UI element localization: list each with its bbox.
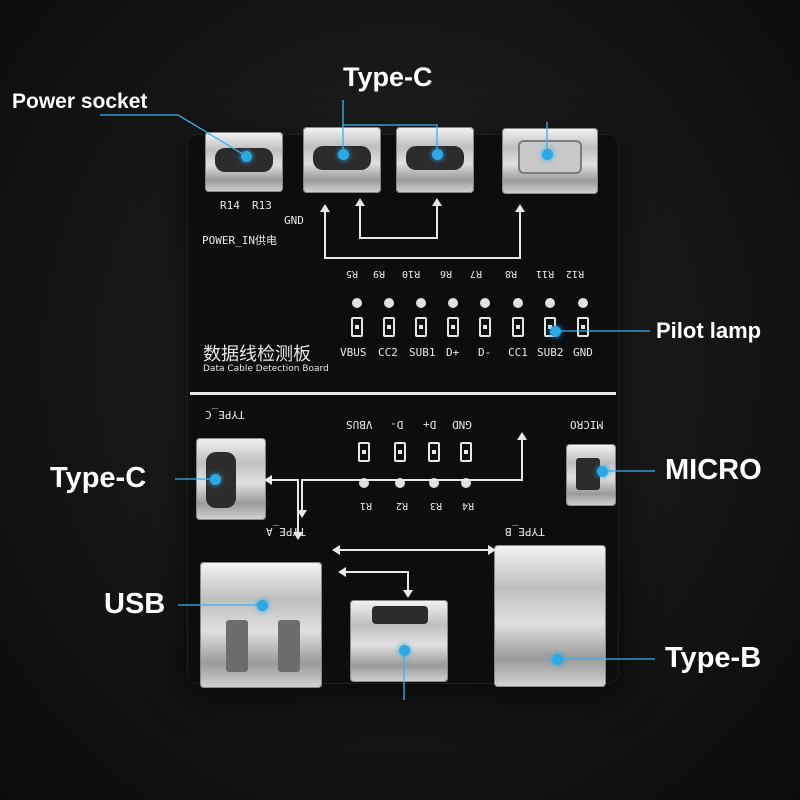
arrow-c-to-c3 bbox=[324, 212, 521, 259]
led-dot-6 bbox=[513, 298, 523, 308]
arrowhead-8 bbox=[293, 532, 303, 540]
label-type-c-left: Type-C bbox=[50, 462, 147, 494]
arrowhead-1 bbox=[355, 198, 365, 206]
led-dot-5 bbox=[480, 298, 490, 308]
arrow-usb-to-bottom-c bbox=[346, 571, 409, 590]
led-dot-1 bbox=[352, 298, 362, 308]
usb-a-slot-1 bbox=[226, 620, 248, 672]
arrow-c1-c2 bbox=[359, 206, 438, 239]
callout-dot-micro bbox=[597, 466, 608, 477]
led-dot-8 bbox=[578, 298, 588, 308]
led-label-sub2: SUB2 bbox=[537, 346, 564, 359]
bottom-led-3 bbox=[429, 478, 439, 488]
led-label-cc2: CC2 bbox=[378, 346, 398, 359]
bottom-pad-1 bbox=[358, 442, 370, 462]
callout-dot-type-c-3 bbox=[542, 149, 553, 160]
led-pad-6 bbox=[512, 317, 524, 337]
board-title-cn: 数据线检测板 bbox=[203, 344, 311, 365]
led-pad-5 bbox=[479, 317, 491, 337]
callout-dot-pilot-lamp bbox=[550, 326, 561, 337]
label-pilot-lamp: Pilot lamp bbox=[656, 318, 762, 343]
arrowhead-11 bbox=[338, 567, 346, 577]
led-label-gnd: GND bbox=[573, 346, 593, 359]
led-pad-8 bbox=[577, 317, 589, 337]
board-divider-line bbox=[190, 392, 616, 395]
callout-dot-power-socket bbox=[241, 151, 252, 162]
led-dot-3 bbox=[416, 298, 426, 308]
led-label-sub1: SUB1 bbox=[409, 346, 436, 359]
callout-dot-bottom-type-c bbox=[399, 645, 410, 656]
silk-power-in: POWER_IN供电 bbox=[202, 234, 277, 247]
silk-gnd-top: GND bbox=[284, 214, 304, 227]
bottom-led-1 bbox=[359, 478, 369, 488]
led-pad-2 bbox=[383, 317, 395, 337]
led-pad-3 bbox=[415, 317, 427, 337]
type-b-connector bbox=[494, 545, 606, 687]
bottom-led-2 bbox=[395, 478, 405, 488]
led-pad-4 bbox=[447, 317, 459, 337]
led-dot-7 bbox=[545, 298, 555, 308]
callout-dot-type-c-2 bbox=[432, 149, 443, 160]
led-label-cc1: CC1 bbox=[508, 346, 528, 359]
micro-port bbox=[576, 458, 600, 490]
arrow-micro-to-usb bbox=[301, 440, 523, 510]
bottom-pad-4 bbox=[460, 442, 472, 462]
label-power-socket: Power socket bbox=[12, 90, 148, 113]
bottom-pad-3 bbox=[428, 442, 440, 462]
callout-line-type-c-top bbox=[342, 100, 438, 154]
arrowhead-7 bbox=[264, 475, 272, 485]
usb-a-connector bbox=[200, 562, 322, 688]
label-micro: MICRO bbox=[665, 454, 762, 486]
led-label-dminus: D- bbox=[478, 346, 492, 359]
silk-r14: R14 bbox=[220, 199, 240, 212]
led-label-dplus: D+ bbox=[446, 346, 460, 359]
arrowhead-2 bbox=[432, 198, 442, 206]
arrowhead-12 bbox=[403, 590, 413, 598]
silk-r13: R13 bbox=[252, 199, 272, 212]
led-label-vbus: VBUS bbox=[340, 346, 367, 359]
arrowhead-9 bbox=[332, 545, 340, 555]
callout-dot-type-c-1 bbox=[338, 149, 349, 160]
callout-dot-usb bbox=[257, 600, 268, 611]
label-usb: USB bbox=[104, 588, 166, 620]
arrowhead-3 bbox=[320, 204, 330, 212]
bottom-type-c-port bbox=[372, 606, 428, 624]
bottom-led-4 bbox=[461, 478, 471, 488]
callout-line-power-socket bbox=[100, 114, 247, 157]
board-title-en: Data Cable Detection Board bbox=[203, 364, 329, 374]
arrowhead-4 bbox=[515, 204, 525, 212]
arrowhead-5 bbox=[517, 432, 527, 440]
bottom-pad-2 bbox=[394, 442, 406, 462]
arrowhead-6 bbox=[297, 510, 307, 518]
label-type-c-top: Type-C bbox=[343, 62, 433, 92]
callout-dot-type-c-left bbox=[210, 474, 221, 485]
led-dot-4 bbox=[448, 298, 458, 308]
usb-a-slot-2 bbox=[278, 620, 300, 672]
callout-dot-type-b bbox=[552, 654, 563, 665]
label-type-b: Type-B bbox=[665, 642, 762, 674]
led-dot-2 bbox=[384, 298, 394, 308]
arrow-typec-to-usb bbox=[272, 479, 299, 532]
led-pad-1 bbox=[351, 317, 363, 337]
arrowhead-10 bbox=[488, 545, 496, 555]
